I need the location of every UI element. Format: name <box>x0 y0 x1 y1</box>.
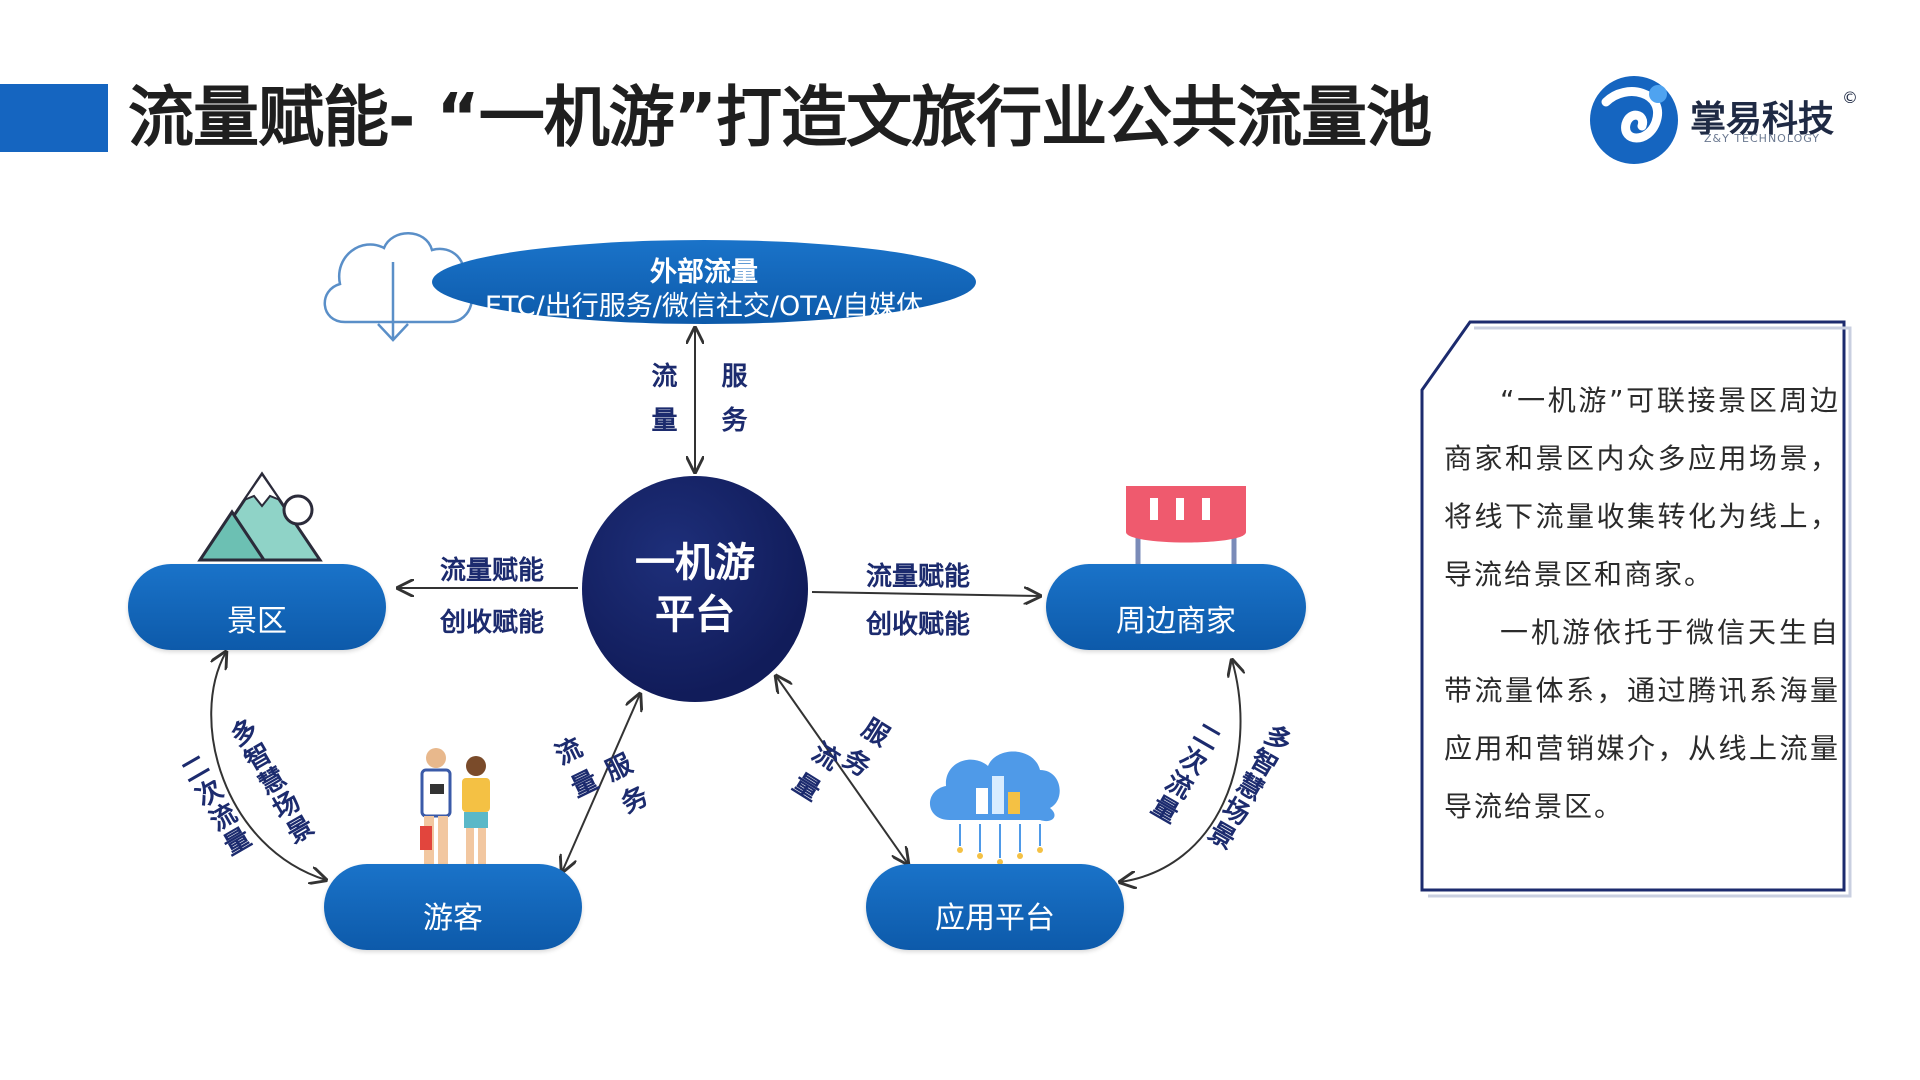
cloud-app-icon <box>929 751 1060 865</box>
node-tourists-label: 游客 <box>423 901 483 936</box>
external-traffic-sources: ETC/出行服务/微信社交/OTA/自媒体 <box>484 291 924 322</box>
note-paragraph-2: 一机游依托于微信天生自带流量体系，通过腾讯系海量应用和营销媒介，从线上流量导流给… <box>1444 616 1840 823</box>
page-title: 流量赋能- “一机游”打造文旅行业公共流量池 <box>128 79 1432 156</box>
node-tourists: 游客 <box>324 864 582 950</box>
edge-center-apps <box>776 676 908 864</box>
node-merchants-label: 周边商家 <box>1116 604 1236 639</box>
node-apps-label: 应用平台 <box>935 901 1055 936</box>
platform-line2: 平台 <box>655 592 735 638</box>
node-platform-center: 一机游 平台 <box>582 476 808 702</box>
node-scenic-label: 景区 <box>227 604 287 639</box>
shop-icon <box>1126 486 1246 583</box>
tourists-icon <box>420 748 490 864</box>
note-paragraph-1: “一机游”可联接景区周边商家和景区内众多应用场景，将线下流量收集转化为线上，导流… <box>1444 384 1840 591</box>
note-text: “一机游”可联接景区周边商家和景区内众多应用场景，将线下流量收集转化为线上，导流… <box>1444 372 1840 836</box>
title-accent-bar <box>0 84 108 152</box>
external-traffic-title: 外部流量 <box>650 257 758 288</box>
edge-center-merchants <box>811 592 1040 596</box>
node-external-traffic: 外部流量 ETC/出行服务/微信社交/OTA/自媒体 <box>432 240 976 324</box>
logo-mark-icon <box>1590 76 1678 164</box>
note-box-border <box>1420 320 1846 892</box>
edge-label-external-service: 服务 <box>717 362 747 450</box>
logo-text: 掌易科技 <box>1690 99 1835 140</box>
logo-subtitle: Z&Y TECHNOLOGY <box>1704 132 1820 145</box>
edge-scenic-tourists <box>211 652 326 880</box>
edge-merchants-apps <box>1120 660 1241 882</box>
edge-label-scenic-revenue: 创收赋能 <box>440 608 545 638</box>
platform-line1: 一机游 <box>635 540 755 586</box>
edge-label-external-traffic: 流量 <box>647 362 677 450</box>
node-scenic: 景区 <box>128 564 386 650</box>
node-apps: 应用平台 <box>866 864 1124 950</box>
company-logo <box>1586 72 1866 168</box>
edge-label-merchants-revenue: 创收赋能 <box>866 610 971 640</box>
edge-label-merchants-traffic: 流量赋能 <box>866 562 971 592</box>
node-merchants: 周边商家 <box>1046 564 1306 650</box>
logo-copyright: © <box>1842 88 1858 107</box>
edge-label-scenic-traffic: 流量赋能 <box>440 556 545 586</box>
edge-center-tourists <box>562 694 640 872</box>
